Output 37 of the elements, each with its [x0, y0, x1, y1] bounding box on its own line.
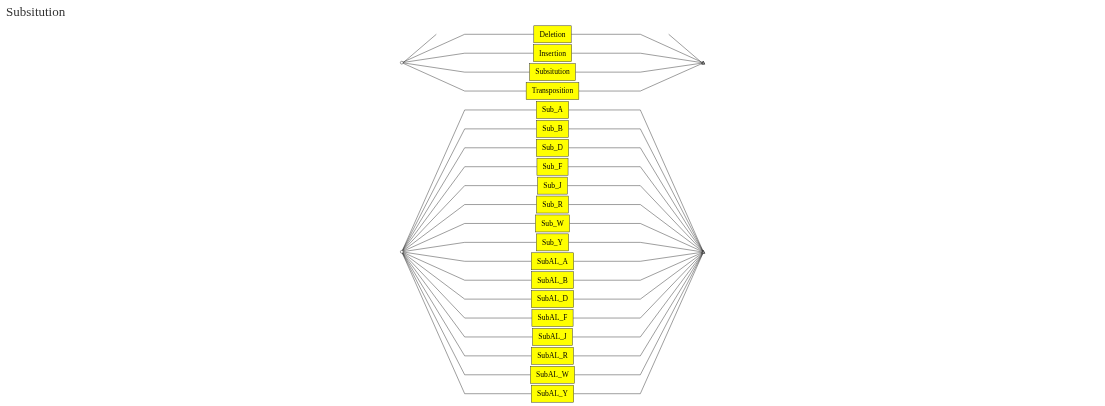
connector: [567, 185, 704, 252]
connector: [568, 147, 704, 252]
node-circle: [400, 250, 404, 254]
connector: [402, 204, 537, 252]
connector: [402, 62, 530, 73]
connector: [402, 252, 533, 319]
connector-line: [668, 34, 703, 63]
connector: [402, 252, 532, 281]
connector: [402, 252, 532, 357]
connector: [573, 251, 703, 262]
connector: [402, 252, 532, 300]
connector: [572, 253, 703, 338]
connector: [568, 242, 704, 253]
connector: [569, 223, 704, 253]
connector: [402, 166, 538, 251]
connector: [402, 252, 533, 338]
connector: [402, 185, 538, 252]
node-circle: [400, 61, 404, 65]
connector-line: [402, 34, 437, 63]
connector: [567, 166, 704, 252]
connector: [402, 34, 535, 63]
connector: [402, 223, 536, 252]
connector: [402, 52, 534, 63]
connector: [402, 63, 527, 92]
connector: [571, 52, 704, 64]
connector: [402, 242, 537, 252]
heading-label: Subsitution: [6, 4, 66, 20]
connector: [570, 34, 704, 63]
connector: [572, 253, 703, 319]
connector: [402, 251, 532, 262]
connector: [573, 252, 703, 281]
connector: [578, 63, 703, 92]
connector: [575, 62, 703, 73]
connector: [573, 253, 703, 357]
connector: [573, 252, 703, 300]
connector: [568, 204, 704, 252]
connector: [402, 147, 537, 251]
